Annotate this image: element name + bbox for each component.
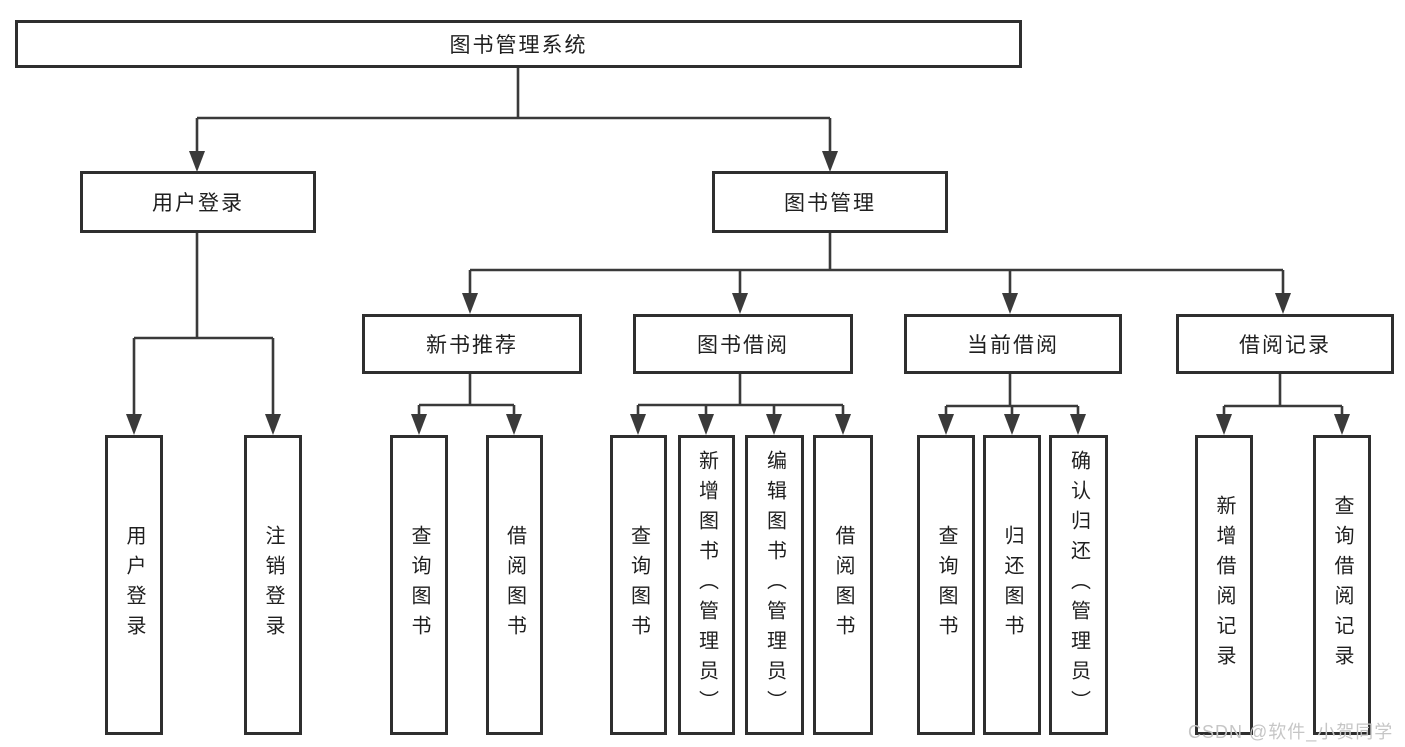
- node-book-management: 图书管理: [712, 171, 948, 233]
- csdn-watermark: CSDN @软件_小贺同学: [1188, 722, 1394, 742]
- leaf-current-query-books: 查询图书: [917, 435, 975, 735]
- node-borrow-records: 借阅记录: [1176, 314, 1394, 374]
- leaf-current-confirm-return-admin: 确认归还（管理员）: [1049, 435, 1108, 735]
- leaf-records-query-borrow-record: 查询借阅记录: [1313, 435, 1371, 735]
- leaf-recommend-query-books: 查询图书: [390, 435, 448, 735]
- leaf-borrow-add-books-admin: 新增图书（管理员）: [678, 435, 735, 735]
- leaf-borrow-edit-books-admin: 编辑图书（管理员）: [745, 435, 804, 735]
- node-book-borrow: 图书借阅: [633, 314, 853, 374]
- leaf-records-add-borrow-record: 新增借阅记录: [1195, 435, 1253, 735]
- leaf-borrow-borrow-books: 借阅图书: [813, 435, 873, 735]
- leaf-user-login: 用户登录: [105, 435, 163, 735]
- node-new-book-recommend: 新书推荐: [362, 314, 582, 374]
- node-root: 图书管理系统: [15, 20, 1022, 68]
- leaf-current-return-books: 归还图书: [983, 435, 1041, 735]
- node-user-login: 用户登录: [80, 171, 316, 233]
- leaf-logout: 注销登录: [244, 435, 302, 735]
- leaf-recommend-borrow-books: 借阅图书: [486, 435, 543, 735]
- leaf-borrow-query-books: 查询图书: [610, 435, 667, 735]
- node-current-borrow: 当前借阅: [904, 314, 1122, 374]
